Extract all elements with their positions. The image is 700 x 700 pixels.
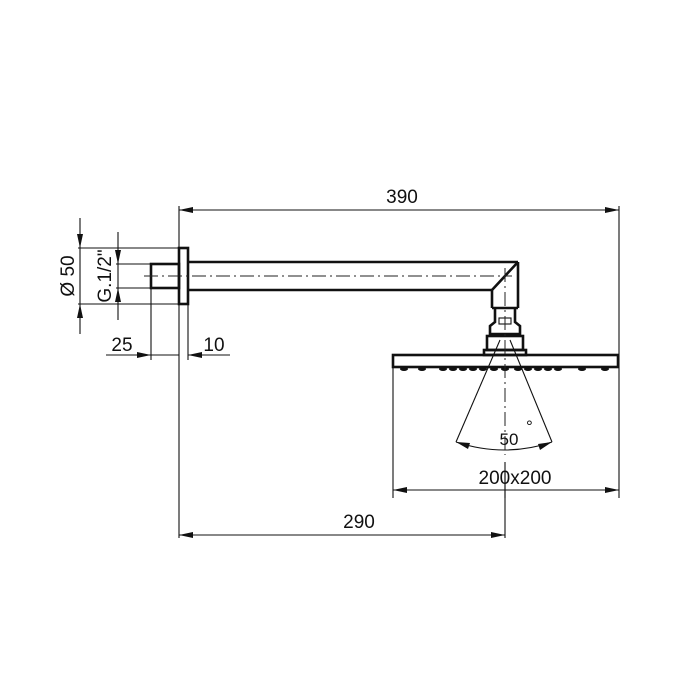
degree-symbol: ° bbox=[526, 417, 533, 436]
dim-290-label: 290 bbox=[343, 512, 375, 533]
dim-25-label: 25 bbox=[111, 335, 132, 356]
dimension-thread-length: 25 bbox=[106, 335, 151, 358]
dimension-spray-angle: 50 ° bbox=[455, 417, 553, 451]
dim-diameter-label: Ø 50 bbox=[58, 255, 79, 296]
dimension-overall-length: 390 bbox=[179, 187, 619, 213]
center-lines bbox=[144, 268, 512, 455]
dim-390-label: 390 bbox=[386, 187, 418, 208]
dim-200x200-label: 200x200 bbox=[479, 468, 552, 489]
dim-spray-angle-label: 50 bbox=[500, 430, 519, 449]
extension-lines bbox=[78, 206, 620, 538]
dimension-flange-diameter: Ø 50 bbox=[58, 218, 83, 334]
dimension-flange-thickness: 10 bbox=[151, 335, 230, 358]
dimension-thread: G.1/2" bbox=[95, 232, 121, 320]
dim-10-label: 10 bbox=[203, 335, 224, 356]
dim-thread-label: G.1/2" bbox=[95, 249, 116, 302]
dimension-arm-projection: 290 bbox=[179, 512, 505, 538]
dimension-head-size: 200x200 bbox=[393, 468, 619, 498]
